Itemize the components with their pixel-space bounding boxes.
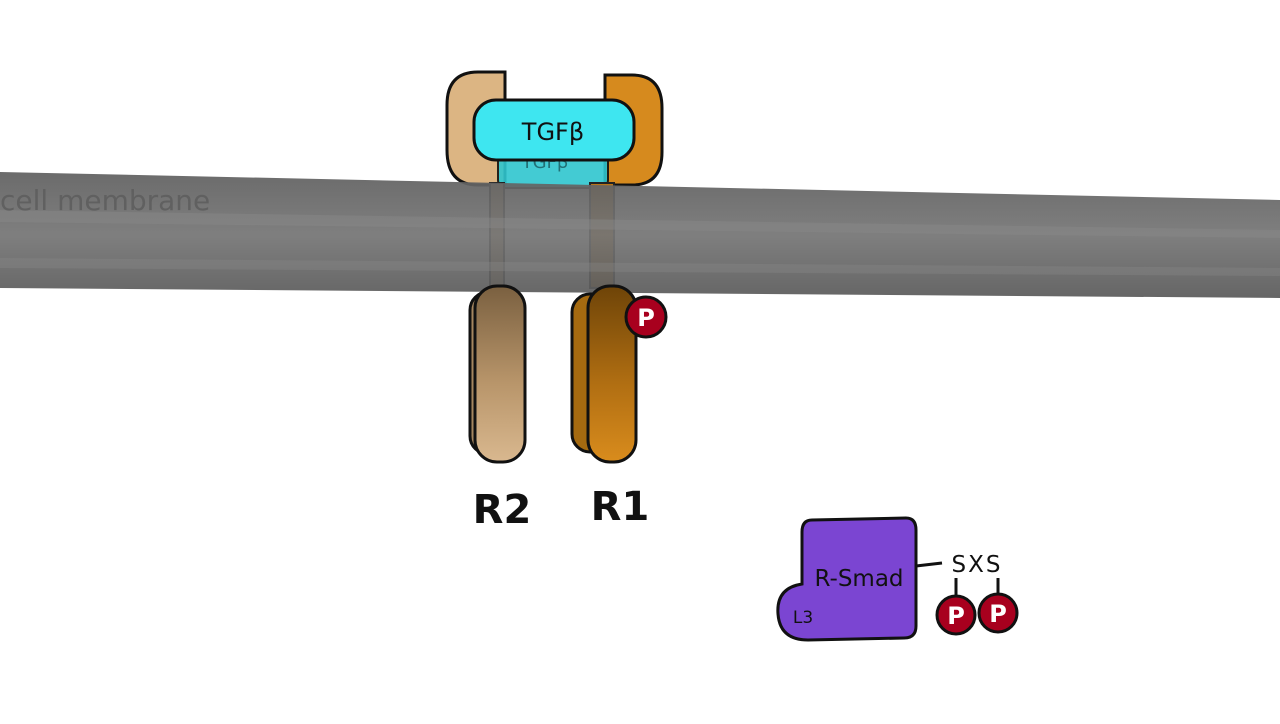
sxs-label: SXS bbox=[952, 552, 1003, 578]
receptor-1-kinase-domain bbox=[570, 284, 638, 464]
sxs-phosphate-2-label: P bbox=[989, 600, 1007, 628]
receptor-1-phosphate: P bbox=[624, 295, 668, 339]
receptor-2-label: R2 bbox=[473, 487, 532, 533]
membrane-label: cell membrane bbox=[0, 184, 210, 217]
sxs-motif: SXS P P bbox=[935, 552, 1019, 636]
r-smad: R-Smad L3 bbox=[776, 516, 943, 642]
l3-loop-label: L3 bbox=[793, 608, 813, 628]
receptor-2-kinase-domain bbox=[468, 284, 527, 464]
receptor-1-phosphate-label: P bbox=[637, 304, 655, 332]
ligand-tgfb: TGFβ bbox=[472, 98, 636, 162]
sxs-phosphate-1-label: P bbox=[947, 602, 965, 630]
cell-membrane: cell membrane bbox=[0, 172, 1280, 298]
r-smad-label: R-Smad bbox=[814, 566, 903, 592]
receptor-1-label: R1 bbox=[591, 484, 650, 530]
ligand-label: TGFβ bbox=[521, 118, 584, 146]
sxs-phosphate-2: P bbox=[977, 592, 1019, 634]
sxs-phosphate-1: P bbox=[935, 594, 977, 636]
